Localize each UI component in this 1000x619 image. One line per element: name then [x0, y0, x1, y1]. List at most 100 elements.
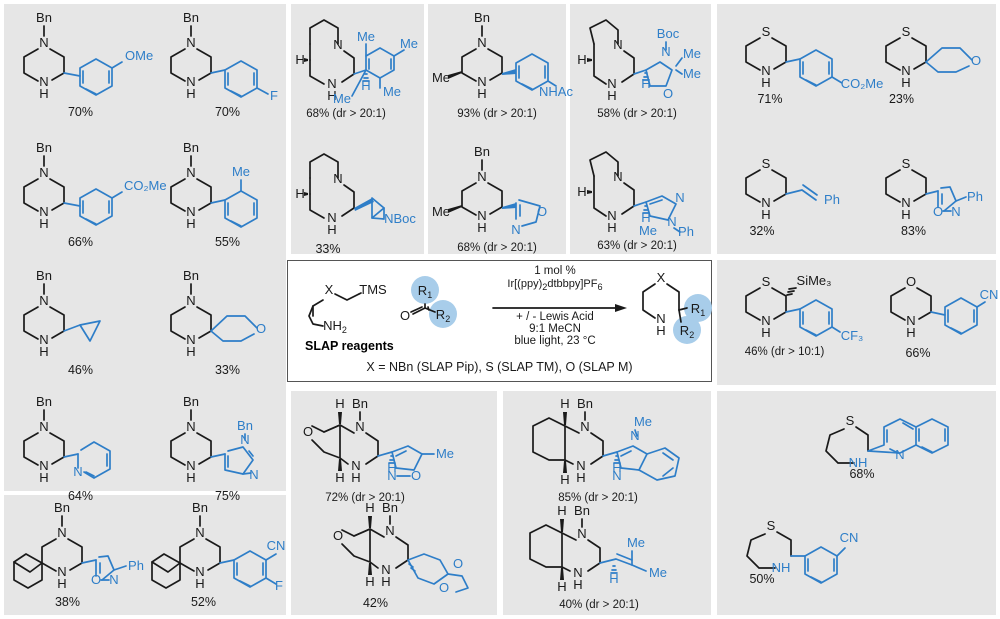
label-o-isox: O — [91, 572, 101, 587]
label-bn: Bn — [474, 144, 490, 159]
label-h-blue: H — [641, 76, 650, 91]
product-a8: Bn N N H N Bn N 75% — [165, 394, 290, 504]
label-me1: Me — [627, 535, 645, 550]
structure-a7: Bn N N H N — [23, 394, 111, 485]
label-h2: H — [327, 88, 336, 103]
label-co2me: CO₂Me — [124, 178, 167, 193]
label-n-ring: N — [333, 171, 342, 186]
label-n: N — [477, 35, 486, 50]
label-ome: OMe — [125, 48, 153, 63]
product-d1: Bn N N H Me NHAc 93% (dr > 20:1) — [432, 8, 574, 128]
structure-e2: N N H H H N N Me Ph — [577, 151, 694, 239]
yield-a2: 70% — [214, 105, 241, 119]
bubble-r2 — [429, 300, 457, 328]
label-h: H — [195, 576, 204, 591]
yield-g2: 66% — [905, 346, 931, 360]
conditions-below-line2: 9:1 MeCN — [529, 323, 581, 335]
label-nh: N — [576, 458, 585, 473]
conditions-below-line1: + / - Lewis Acid — [516, 311, 594, 323]
label-me1: Me — [357, 29, 375, 44]
label-n: N — [195, 525, 204, 540]
label-me: Me — [432, 70, 450, 85]
label-nh: N — [607, 208, 616, 223]
label-h: H — [186, 216, 195, 231]
conditions-above-line1: 1 mol % — [534, 265, 576, 277]
label-n2: N — [39, 458, 48, 473]
label-h2: H — [607, 88, 616, 103]
label-cn: CN — [980, 287, 999, 302]
panel-reaction-scheme — [287, 260, 712, 382]
label-n-oxazole: N — [511, 222, 520, 237]
yield-c1: 68% (dr > 20:1) — [306, 108, 386, 120]
panel-methylpiperazine — [428, 4, 566, 254]
label-bn: Bn — [54, 500, 70, 515]
label-o: O — [971, 53, 981, 68]
label-h-stereo1: H — [557, 503, 566, 518]
label-me: Me — [634, 414, 652, 429]
structure-f4: S N H O N Ph — [885, 156, 983, 222]
product-b2: Bn N N H CN F 52% — [148, 500, 286, 610]
label-n-ring: N — [333, 37, 342, 52]
label-bn: Bn — [183, 394, 199, 409]
label-o-furan: O — [333, 528, 343, 543]
label-me2: Me — [683, 66, 701, 81]
label-h-blue: H — [641, 210, 650, 225]
yield-a7: 64% — [67, 489, 94, 503]
structure-i2: Bn N N H O H H O O — [333, 500, 469, 595]
label-me2: Me — [400, 36, 418, 51]
label-boc: Boc — [657, 26, 680, 41]
label-n-oxa: N — [661, 44, 670, 59]
label-h-stereo2: H — [557, 579, 566, 594]
label-ph: Ph — [128, 558, 144, 573]
label-bn: Bn — [183, 268, 199, 283]
yield-a5: 46% — [67, 363, 94, 377]
label-o-oxa: O — [663, 86, 673, 101]
product-h2: S NH CN 50% — [745, 510, 895, 615]
label-bn-imid: Bn — [237, 418, 253, 433]
label-n: N — [186, 165, 195, 180]
panel-left-piperazine — [4, 4, 286, 491]
product-a7: Bn N N H N 64% — [18, 394, 143, 504]
label-f: F — [270, 88, 278, 103]
label-h2: H — [381, 574, 390, 589]
label-n-isox: N — [109, 572, 118, 587]
structure-f1: S N H CO₂Me — [745, 24, 883, 91]
structure-e1: N N H H H N O Boc Me Me — [577, 19, 701, 103]
label-o: O — [906, 274, 916, 289]
label-s: S — [846, 413, 855, 428]
yield-a8: 75% — [214, 489, 241, 503]
structure-g1: S N H SiMe₃ CF₃ — [745, 273, 863, 343]
yield-a1: 70% — [67, 105, 94, 119]
yield-f4: 83% — [900, 224, 927, 238]
product-g1: S N H SiMe₃ CF₃ 46% (dr > 10:1) — [740, 270, 885, 380]
label-n: N — [186, 35, 195, 50]
product-a5: Bn N N H 46% — [18, 268, 143, 378]
label-h-stereo: H — [295, 186, 304, 201]
label-nh: N — [327, 76, 336, 91]
structure-j1: Bn N N H H H H N N Me — [532, 396, 680, 487]
label-cn: CN — [267, 538, 286, 553]
label-h-stereo1: H — [560, 396, 569, 411]
label-h: H — [39, 344, 48, 359]
label-n: N — [901, 63, 910, 78]
label-n: N — [761, 195, 770, 210]
label-s: S — [902, 24, 911, 39]
label-bn: Bn — [36, 268, 52, 283]
label-n: N — [39, 165, 48, 180]
label-n: N — [39, 293, 48, 308]
product-a1: Bn N N H OMe 70% — [18, 10, 153, 120]
label-s: S — [902, 156, 911, 171]
structure-h2: S NH CN — [746, 518, 858, 584]
label-n-product: N — [656, 311, 665, 326]
yield-a4: 55% — [214, 235, 241, 249]
label-n: N — [761, 313, 770, 328]
bubble-r2-product — [673, 316, 701, 344]
label-h-stereo2: H — [365, 574, 374, 589]
label-h2: H — [351, 470, 360, 485]
label-me: Me — [436, 446, 454, 461]
label-s: S — [762, 24, 771, 39]
label-h-stereo1: H — [335, 396, 344, 411]
structure-d1: Bn N N H Me NHAc — [432, 10, 574, 101]
label-h-blue: H — [361, 78, 370, 93]
label-h: H — [761, 325, 770, 340]
